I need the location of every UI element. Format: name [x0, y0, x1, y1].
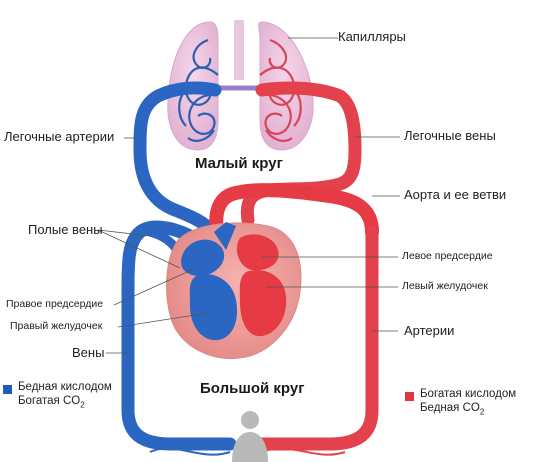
legend-red-line2: Бедная CO — [420, 402, 480, 414]
legend-red-sub: 2 — [479, 407, 485, 417]
legend-blue-swatch — [3, 385, 12, 394]
legend-blue-line1: Бедная кислодом — [18, 381, 112, 393]
left-ventricle-shape — [239, 270, 287, 337]
aorta-vessel — [209, 183, 379, 255]
heart — [166, 222, 302, 359]
legend-blue-text: Бедная кислодом Богатая CO2 — [18, 380, 112, 412]
leader-lines — [97, 37, 400, 354]
legend-blue-line2: Богатая CO — [18, 395, 81, 407]
label-small-circle: Малый круг — [195, 155, 283, 172]
legend-blue-sub: 2 — [80, 400, 85, 410]
label-big-circle: Большой круг — [200, 380, 305, 397]
systemic-artery-vessel — [253, 225, 379, 451]
label-pulmonary-veins: Легочные вены — [404, 128, 496, 143]
label-pulmonary-arteries: Легочные артерии — [4, 129, 115, 144]
lungs — [167, 20, 314, 151]
trachea — [234, 20, 244, 80]
right-atrium-shape — [181, 239, 225, 276]
label-vena-cava: Полые вены — [28, 222, 103, 237]
systemic-capillaries — [149, 438, 346, 456]
label-arteries: Артерии — [404, 323, 455, 338]
systemic-vein-vessel — [121, 220, 237, 451]
label-left-atrium: Левое предсердие — [402, 250, 493, 262]
right-ventricle-shape — [189, 274, 238, 341]
legend-red-line1: Богатая кислодом — [420, 388, 517, 400]
pulmonary-artery-vessel — [133, 81, 222, 239]
label-left-ventricle: Левый желудочек — [402, 280, 488, 292]
legend-red-swatch — [405, 392, 414, 401]
label-veins: Вены — [72, 345, 105, 360]
label-right-ventricle: Правый желудочек — [10, 320, 103, 332]
legend-red-text: Богатая кислодом Бедная CO2 — [420, 387, 516, 419]
label-right-atrium: Правое предсердие — [6, 298, 104, 310]
pulmonary-trunk — [214, 222, 236, 250]
left-atrium-shape — [236, 234, 279, 271]
human-silhouette-icon — [232, 411, 268, 462]
label-aorta: Аорта и ее ветви — [404, 187, 507, 202]
label-capillaries: Капилляры — [338, 29, 406, 44]
